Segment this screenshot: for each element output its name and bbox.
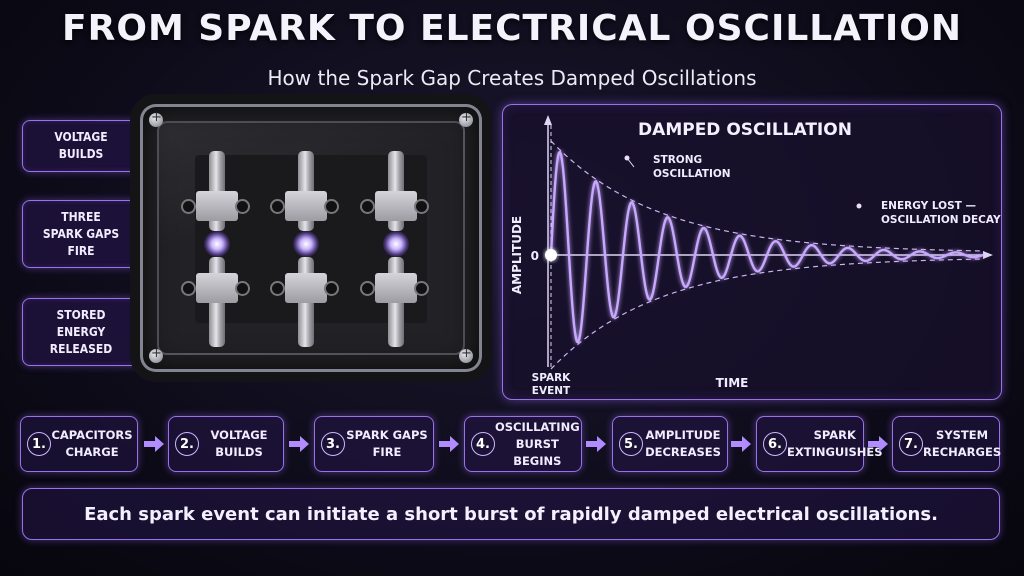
label-spark-gaps-fire: THREE SPARK GAPS FIRE (22, 200, 140, 268)
bolt-icon (324, 199, 339, 214)
arrow-right-icon (586, 436, 606, 452)
y-axis-arrow-icon (544, 115, 552, 125)
x-axis-arrow-icon (983, 251, 993, 259)
step-label: VOLTAGE BUILDS (210, 428, 268, 459)
spark-glow (293, 231, 319, 257)
spark-glow (383, 231, 409, 257)
screw-icon (459, 110, 473, 127)
step-2: 2. VOLTAGE BUILDS (168, 416, 284, 472)
step-label: SPARK EXTINGUISHES (787, 428, 883, 459)
bolt-icon (235, 281, 250, 296)
bolt-icon (270, 199, 285, 214)
arrow-right-icon (731, 436, 751, 452)
electrode-clamp (285, 191, 327, 221)
bolt-icon (360, 199, 375, 214)
bolt-icon (324, 281, 339, 296)
arrow-right-icon (439, 436, 459, 452)
summary-banner: Each spark event can initiate a short bu… (22, 488, 1000, 540)
graph-title: DAMPED OSCILLATION (638, 120, 852, 140)
step-number: 5. (619, 432, 643, 456)
step-label: SPARK GAPS FIRE (346, 428, 428, 459)
annotation-leader (626, 157, 635, 168)
spark-gap-enclosure (140, 104, 482, 372)
label-spark-gaps-fire-text: THREE SPARK GAPS FIRE (42, 209, 120, 258)
spark-event-point (545, 249, 557, 261)
electrode-clamp (285, 273, 327, 303)
y-axis-label: AMPLITUDE (510, 216, 524, 294)
envelope-upper (550, 140, 984, 252)
screw-icon (149, 346, 163, 363)
oscillation-graph: DAMPED OSCILLATION AMPLITUDE 0 TIME SPAR… (510, 115, 1008, 397)
step-6: 6. SPARK EXTINGUISHES (756, 416, 883, 472)
step-5: 5. AMPLITUDE DECREASES (612, 416, 728, 472)
page-title: FROM SPARK TO ELECTRICAL OSCILLATION (62, 8, 962, 49)
x-axis-label: TIME (716, 376, 749, 390)
electrode-clamp (375, 273, 417, 303)
step-number: 4. (471, 432, 495, 456)
envelope-lower (550, 258, 984, 370)
step-number: 7. (899, 432, 923, 456)
label-energy-released-text: STORED ENERGY RELEASED (49, 307, 113, 356)
label-voltage-builds-text: VOLTAGE BUILDS (54, 130, 108, 161)
bolt-icon (414, 281, 429, 296)
bolt-icon (270, 281, 285, 296)
step-4: 4. OSCILLATING BURST BEGINS (464, 416, 582, 472)
step-label: SYSTEM RECHARGES (923, 428, 1002, 459)
step-7: 7. SYSTEM RECHARGES (892, 416, 1001, 472)
annotation-dot (856, 203, 862, 209)
arrow-right-icon (289, 436, 309, 452)
bolt-icon (181, 199, 196, 214)
arrow-right-icon (144, 436, 164, 452)
step-number: 3. (321, 432, 345, 456)
arrow-right-icon (868, 436, 888, 452)
bolt-icon (360, 281, 375, 296)
bolt-icon (414, 199, 429, 214)
screw-icon (149, 110, 163, 127)
page-subtitle: How the Spark Gap Creates Damped Oscilla… (267, 66, 757, 90)
label-voltage-builds: VOLTAGE BUILDS (22, 120, 140, 172)
electrode-clamp (196, 273, 238, 303)
step-number: 6. (763, 432, 787, 456)
oscillation-waveform (549, 150, 984, 344)
electrode-clamp (196, 191, 238, 221)
step-label: CAPACITORS CHARGE (51, 428, 133, 459)
step-number: 1. (27, 432, 51, 456)
screw-icon (459, 346, 473, 363)
bolt-icon (235, 199, 250, 214)
step-number: 2. (175, 432, 199, 456)
damped-oscillation-panel: DAMPED OSCILLATION AMPLITUDE 0 TIME SPAR… (502, 104, 1008, 400)
step-label: OSCILLATING BURST BEGINS (495, 419, 580, 468)
label-energy-released: STORED ENERGY RELEASED (22, 298, 140, 366)
bolt-icon (181, 281, 196, 296)
zero-label: 0 (531, 249, 539, 263)
electrode-clamp (375, 191, 417, 221)
step-label: AMPLITUDE DECREASES (645, 428, 721, 459)
annotation-energy: ENERGY LOST —OSCILLATION DECAYS (881, 200, 1001, 226)
spark-glow (204, 231, 230, 257)
step-1: 1. CAPACITORS CHARGE (20, 416, 138, 472)
step-3: 3. SPARK GAPS FIRE (314, 416, 434, 472)
